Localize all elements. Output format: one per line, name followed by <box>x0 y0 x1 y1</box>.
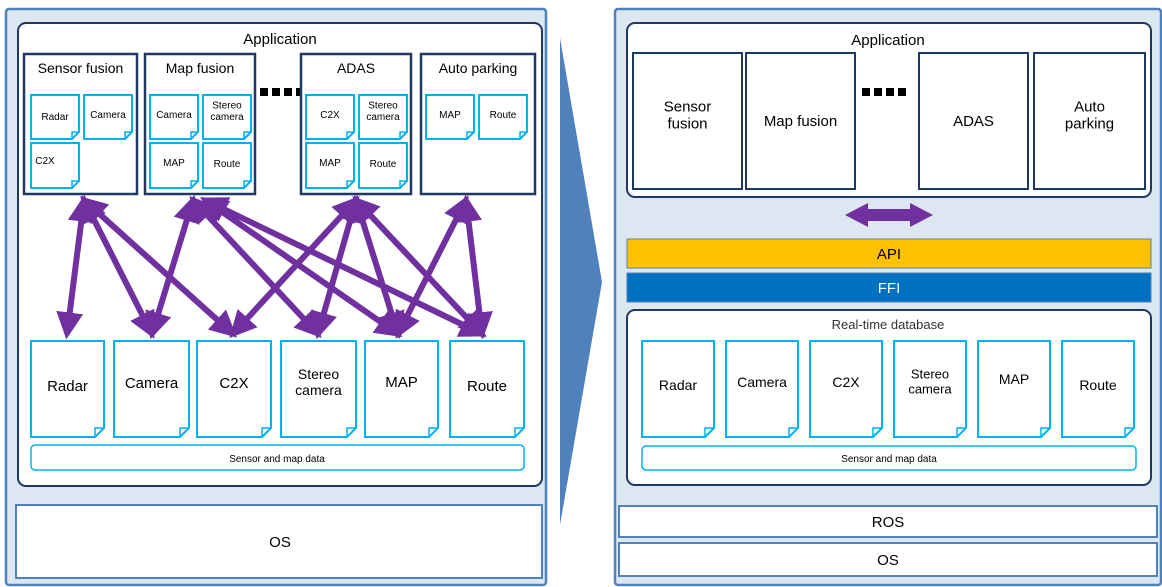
left-module-auto-parking: Auto parking MAP Route <box>419 52 537 196</box>
left-application-title: Application <box>243 31 316 48</box>
doc-label: C2X <box>35 156 55 167</box>
doc-label: Camera <box>90 110 126 121</box>
doc-label: C2X <box>219 375 248 392</box>
doc-map: MAP <box>305 142 355 189</box>
left-data-group: Sensor and map data <box>30 444 525 471</box>
doc-route: Route <box>202 142 252 189</box>
right-data-group: Sensor and map data <box>641 445 1137 471</box>
doc-c2x: C2X <box>30 142 80 189</box>
transition-chevron <box>560 38 602 525</box>
ffi-label: FFI <box>878 280 901 297</box>
left-os-box: OS <box>15 504 543 579</box>
doc-camera: Camera <box>725 340 799 438</box>
realtime-database-box: Real-time database Radar Camera C2X <box>626 309 1152 486</box>
doc-label: Radar <box>659 377 697 393</box>
doc-label: Route <box>467 378 507 395</box>
doc-route: Route <box>478 94 528 140</box>
doc-c2x: C2X <box>196 340 272 438</box>
api-label: API <box>877 246 901 263</box>
doc-map: MAP <box>364 340 439 438</box>
doc-route: Route <box>1061 340 1135 438</box>
doc-label: MAP <box>385 374 418 391</box>
doc-label: Radar <box>41 112 69 123</box>
doc-radar: Radar <box>30 340 105 438</box>
arrow-auto-parking-route <box>455 194 493 340</box>
doc-label: MAP <box>999 371 1029 387</box>
arrow-auto-parking-map <box>395 195 469 339</box>
doc-route: Route <box>449 340 525 438</box>
doc-label: MAP <box>439 110 461 121</box>
doc-c2x: C2X <box>305 94 355 140</box>
doc-label: Camera <box>737 374 787 390</box>
left-module-sensor-fusion: Sensor fusion Radar Camera C2X <box>22 52 139 196</box>
left-os-label: OS <box>269 534 291 551</box>
right-os-label: OS <box>877 552 899 569</box>
doc-label: C2X <box>832 374 860 390</box>
left-data-group-label: Sensor and map data <box>229 454 325 465</box>
doc-label: Camera <box>125 375 179 392</box>
right-application-title: Application <box>851 32 924 49</box>
doc-label: MAP <box>163 158 185 169</box>
doc-label: Route <box>214 159 241 170</box>
doc-route: Route <box>358 142 408 189</box>
left-module-title: Sensor fusion <box>38 60 124 76</box>
doc-camera: Camera <box>83 94 133 140</box>
doc-label: Camera <box>156 110 192 121</box>
doc-c2x: C2X <box>809 340 883 438</box>
doc-label: MAP <box>319 158 341 169</box>
right-data-group-label: Sensor and map data <box>841 454 937 465</box>
right-os-box: OS <box>618 542 1158 577</box>
doc-camera: Camera <box>149 94 199 140</box>
doc-map: MAP <box>149 142 199 189</box>
doc-camera: Camera <box>113 340 190 438</box>
doc-label: Route <box>490 110 517 121</box>
doc-label: C2X <box>320 110 340 121</box>
right-module-label: Map fusion <box>764 113 837 130</box>
doc-radar: Radar <box>30 94 80 140</box>
right-module-map-fusion: Map fusion <box>745 52 856 190</box>
api-bar: API <box>626 238 1152 269</box>
right-module-adas: ADAS <box>918 52 1029 190</box>
ros-box: ROS <box>618 505 1158 538</box>
doc-map: MAP <box>425 94 475 140</box>
doc-label: Radar <box>47 378 88 395</box>
dependency-arrows <box>56 194 493 340</box>
doc-map: MAP <box>977 340 1051 438</box>
doc-label: Route <box>1079 377 1117 393</box>
api-connector-arrow <box>845 203 933 227</box>
ros-label: ROS <box>872 514 905 531</box>
right-module-label: ADAS <box>953 113 994 130</box>
doc-label: Route <box>370 159 397 170</box>
ffi-bar: FFI <box>626 272 1152 303</box>
left-module-title: ADAS <box>337 60 375 76</box>
database-title: Real-time database <box>832 317 945 332</box>
left-module-title: Map fusion <box>166 60 234 76</box>
left-module-title: Auto parking <box>439 60 518 76</box>
ellipsis-icon <box>862 88 906 96</box>
left-panel: Application Sensor fusion Radar Camera C… <box>4 7 548 587</box>
arrow-map-fusion-camera <box>145 194 200 340</box>
doc-radar: Radar <box>641 340 715 438</box>
